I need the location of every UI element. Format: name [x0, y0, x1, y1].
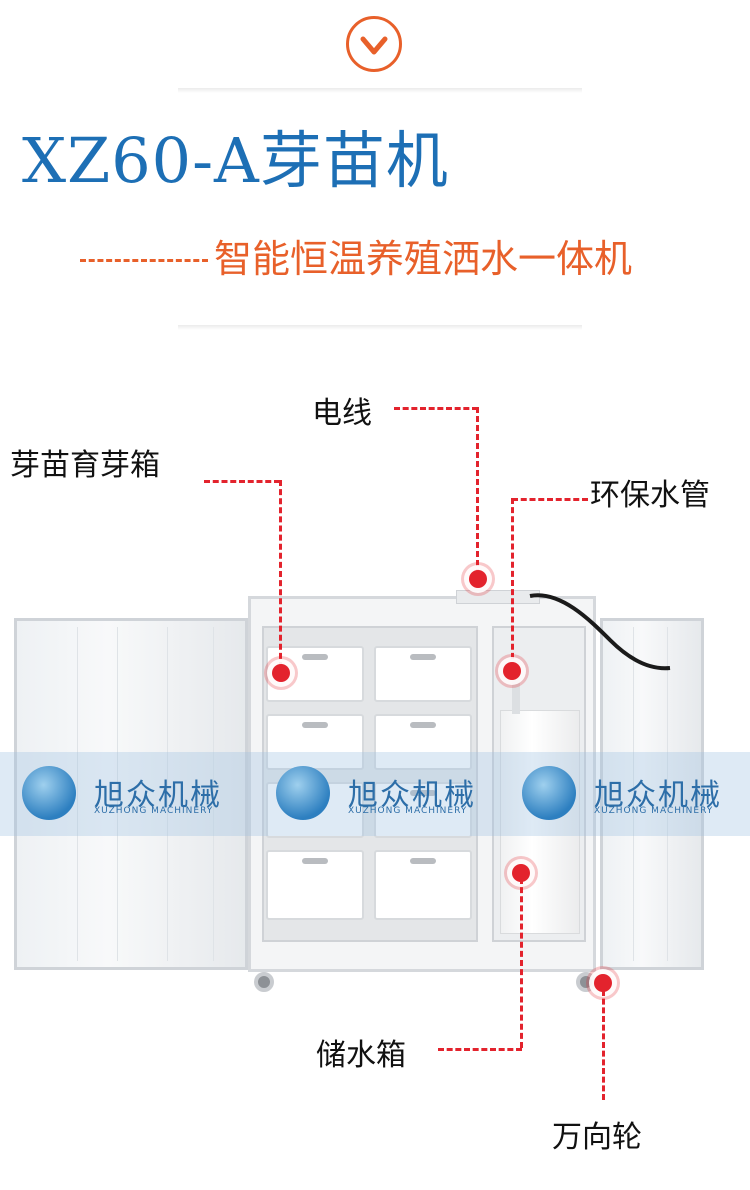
callout-line: [512, 498, 588, 501]
watermark-name-cn: 旭众机械: [348, 778, 476, 813]
sprout-tray: [374, 646, 472, 702]
sprout-tray: [374, 850, 472, 920]
callout-line: [279, 480, 282, 668]
chevron-badge: [346, 16, 402, 72]
divider-top: [178, 88, 582, 93]
globe-logo-icon: [276, 766, 330, 820]
callout-dot: [594, 974, 612, 992]
caster-wheel: [254, 972, 274, 992]
callout-dot: [512, 864, 530, 882]
watermark-band: [0, 752, 750, 836]
callout-dot: [503, 662, 521, 680]
sprout-tray: [374, 714, 472, 770]
subtitle-dash: [80, 259, 208, 262]
caster-wheel: [576, 972, 596, 992]
callout-label-wire: 电线: [312, 396, 372, 431]
callout-line: [602, 990, 605, 1100]
callout-label-water-pipe: 环保水管: [590, 478, 710, 513]
globe-logo-icon: [22, 766, 76, 820]
callout-label-caster: 万向轮: [552, 1120, 642, 1155]
callout-label-water-tank: 储水箱: [316, 1038, 406, 1073]
callout-line: [438, 1048, 522, 1051]
callout-line: [511, 498, 514, 668]
watermark-name-cn: 旭众机械: [94, 778, 222, 813]
globe-logo-icon: [522, 766, 576, 820]
callout-line: [520, 878, 523, 1048]
water-tank: [500, 710, 580, 934]
page-title: XZ60-A芽苗机: [22, 124, 449, 197]
divider-bottom: [178, 325, 582, 330]
callout-line: [476, 407, 479, 575]
watermark-name-en: XUZHONG MACHINERY: [94, 806, 214, 816]
callout-dot: [272, 664, 290, 682]
sprout-tray: [266, 646, 364, 702]
callout-label-sprout-box: 芽苗育芽箱: [10, 448, 160, 483]
chevron-down-icon: [360, 36, 388, 55]
pipe-fitting: [512, 670, 520, 714]
callout-line: [204, 480, 280, 483]
hose: [529, 593, 671, 671]
watermark-name-cn: 旭众机械: [594, 778, 722, 813]
callout-line: [394, 407, 478, 410]
page-subtitle: 智能恒温养殖洒水一体机: [214, 237, 633, 281]
watermark-name-en: XUZHONG MACHINERY: [348, 806, 468, 816]
right-door: [600, 618, 704, 970]
callout-dot: [469, 570, 487, 588]
sprout-tray: [374, 782, 472, 838]
watermark-name-en: XUZHONG MACHINERY: [594, 806, 714, 816]
sprout-tray: [266, 850, 364, 920]
